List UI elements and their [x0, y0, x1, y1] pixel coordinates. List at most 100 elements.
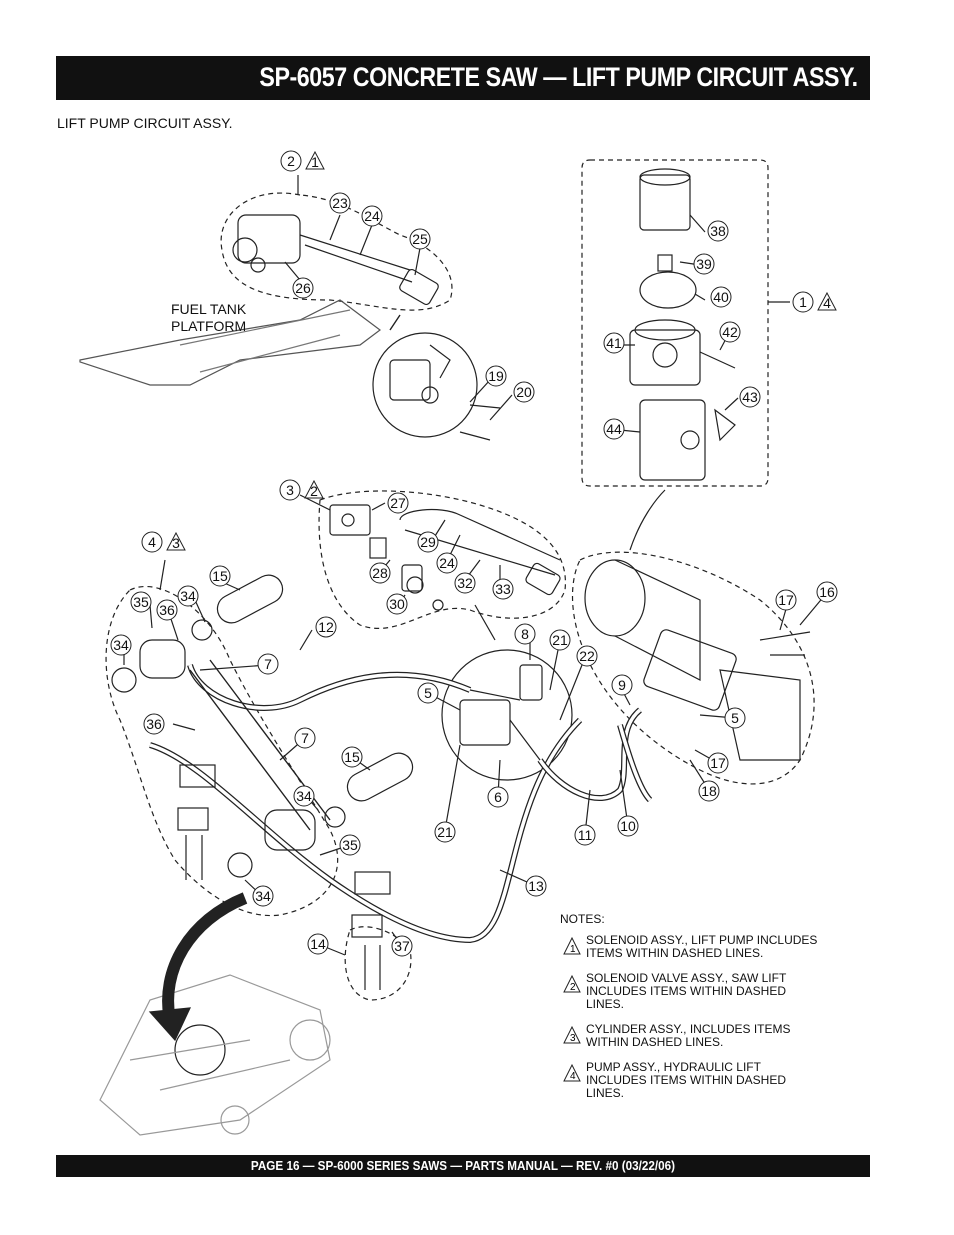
callout-34: 34 — [293, 785, 315, 807]
callout-number: 5 — [424, 685, 432, 701]
notes-block: NOTES: 1 SOLENOID ASSY., LIFT PUMP INCLU… — [560, 913, 820, 1112]
callout-circle — [617, 815, 639, 837]
callout-number: 5 — [731, 710, 739, 726]
callout-circle — [698, 780, 720, 802]
callout-circle — [386, 593, 408, 615]
callout-number: 1 — [799, 294, 807, 310]
callout-34: 34 — [252, 885, 274, 907]
callout-number: 34 — [255, 888, 271, 904]
cylinder-assy-outline — [105, 585, 339, 917]
callout-circle — [143, 713, 165, 735]
footer-text: PAGE 16 — SP-6000 SERIES SAWS — PARTS MA… — [250, 1158, 676, 1173]
callout-number: 40 — [713, 289, 729, 305]
note-triangle-icon — [305, 150, 325, 170]
callout-circle — [492, 578, 514, 600]
callout-9: 9 — [611, 674, 633, 696]
callout-number: 13 — [528, 878, 544, 894]
callout-circle — [719, 321, 741, 343]
callout-7: 7 — [294, 727, 316, 749]
callout-circle — [141, 531, 163, 553]
callout-circle — [603, 418, 625, 440]
callout-circle — [525, 875, 547, 897]
callout-circle — [130, 591, 152, 613]
callout-circle — [611, 674, 633, 696]
svg-text:1: 1 — [570, 944, 576, 955]
callout-circle — [576, 645, 598, 667]
callout-number: 19 — [488, 368, 504, 384]
callout-5: 5 — [417, 682, 439, 704]
callout-circle — [252, 885, 274, 907]
note-item: 3 CYLINDER ASSY., INCLUDES ITEMS WITHIN … — [560, 1023, 820, 1049]
note-reference: 1 — [311, 154, 319, 170]
callout-number: 35 — [342, 837, 358, 853]
callout-number: 24 — [364, 208, 380, 224]
callout-circle — [293, 785, 315, 807]
callout-number: 26 — [295, 280, 311, 296]
callout-21: 21 — [549, 629, 571, 651]
callout-number: 35 — [133, 594, 149, 610]
callout-33: 33 — [492, 578, 514, 600]
note-reference: 2 — [310, 483, 318, 499]
note-item: 1 SOLENOID ASSY., LIFT PUMP INCLUDES ITE… — [560, 934, 820, 960]
callout-36: 36 — [156, 599, 178, 621]
callout-circle — [574, 824, 596, 846]
callout-17: 17 — [775, 589, 797, 611]
svg-text:4: 4 — [570, 1071, 576, 1082]
callout-19: 19 — [485, 365, 507, 387]
callout-circle — [294, 727, 316, 749]
note-triangle-icon — [166, 531, 186, 551]
callout-circle — [417, 531, 439, 553]
callout-circle — [177, 585, 199, 607]
callout-number: 6 — [494, 789, 502, 805]
callout-30: 30 — [386, 593, 408, 615]
callout-circle — [707, 220, 729, 242]
page-title-bar: SP-6057 CONCRETE SAW — LIFT PUMP CIRCUIT… — [56, 56, 870, 100]
callout-34: 34 — [110, 634, 132, 656]
callout-circle — [315, 616, 337, 638]
callout-25: 25 — [409, 228, 431, 250]
callout-number: 24 — [439, 555, 455, 571]
mount-assy-outline — [344, 926, 412, 1001]
callout-44: 44 — [603, 418, 625, 440]
callout-12: 12 — [315, 616, 337, 638]
pump-assy-outline — [581, 159, 769, 487]
valve-detail-circle — [441, 649, 573, 781]
callout-number: 7 — [301, 730, 309, 746]
callout-number: 18 — [701, 783, 717, 799]
note-reference: 4 — [823, 295, 831, 311]
callout-circle — [339, 834, 361, 856]
warning-triangle-icon: 4 — [563, 1063, 581, 1082]
callout-28: 28 — [369, 562, 391, 584]
callout-number: 4 — [148, 534, 156, 550]
callout-circle — [436, 552, 458, 574]
callout-number: 23 — [332, 195, 348, 211]
callout-5: 5 — [724, 707, 746, 729]
callout-39: 39 — [693, 253, 715, 275]
callout-21: 21 — [434, 821, 456, 843]
callout-number: 16 — [819, 584, 835, 600]
callout-13: 13 — [525, 875, 547, 897]
callout-43: 43 — [739, 386, 761, 408]
callout-circle — [603, 332, 625, 354]
callout-circle — [369, 562, 391, 584]
callout-circle — [110, 634, 132, 656]
svg-text:2: 2 — [570, 982, 576, 993]
callout-15: 15 — [209, 565, 231, 587]
callout-number: 44 — [606, 421, 622, 437]
callout-number: 17 — [778, 592, 794, 608]
callout-circle — [549, 629, 571, 651]
callout-number: 33 — [495, 581, 511, 597]
callout-7: 7 — [257, 653, 279, 675]
svg-text:3: 3 — [570, 1033, 576, 1044]
note-text: SOLENOID ASSY., LIFT PUMP INCLUDES ITEMS… — [586, 933, 818, 960]
callout-circle — [280, 150, 302, 172]
callout-circle — [775, 589, 797, 611]
callout-circle — [341, 746, 363, 768]
callout-number: 38 — [710, 223, 726, 239]
callout-number: 8 — [521, 626, 529, 642]
